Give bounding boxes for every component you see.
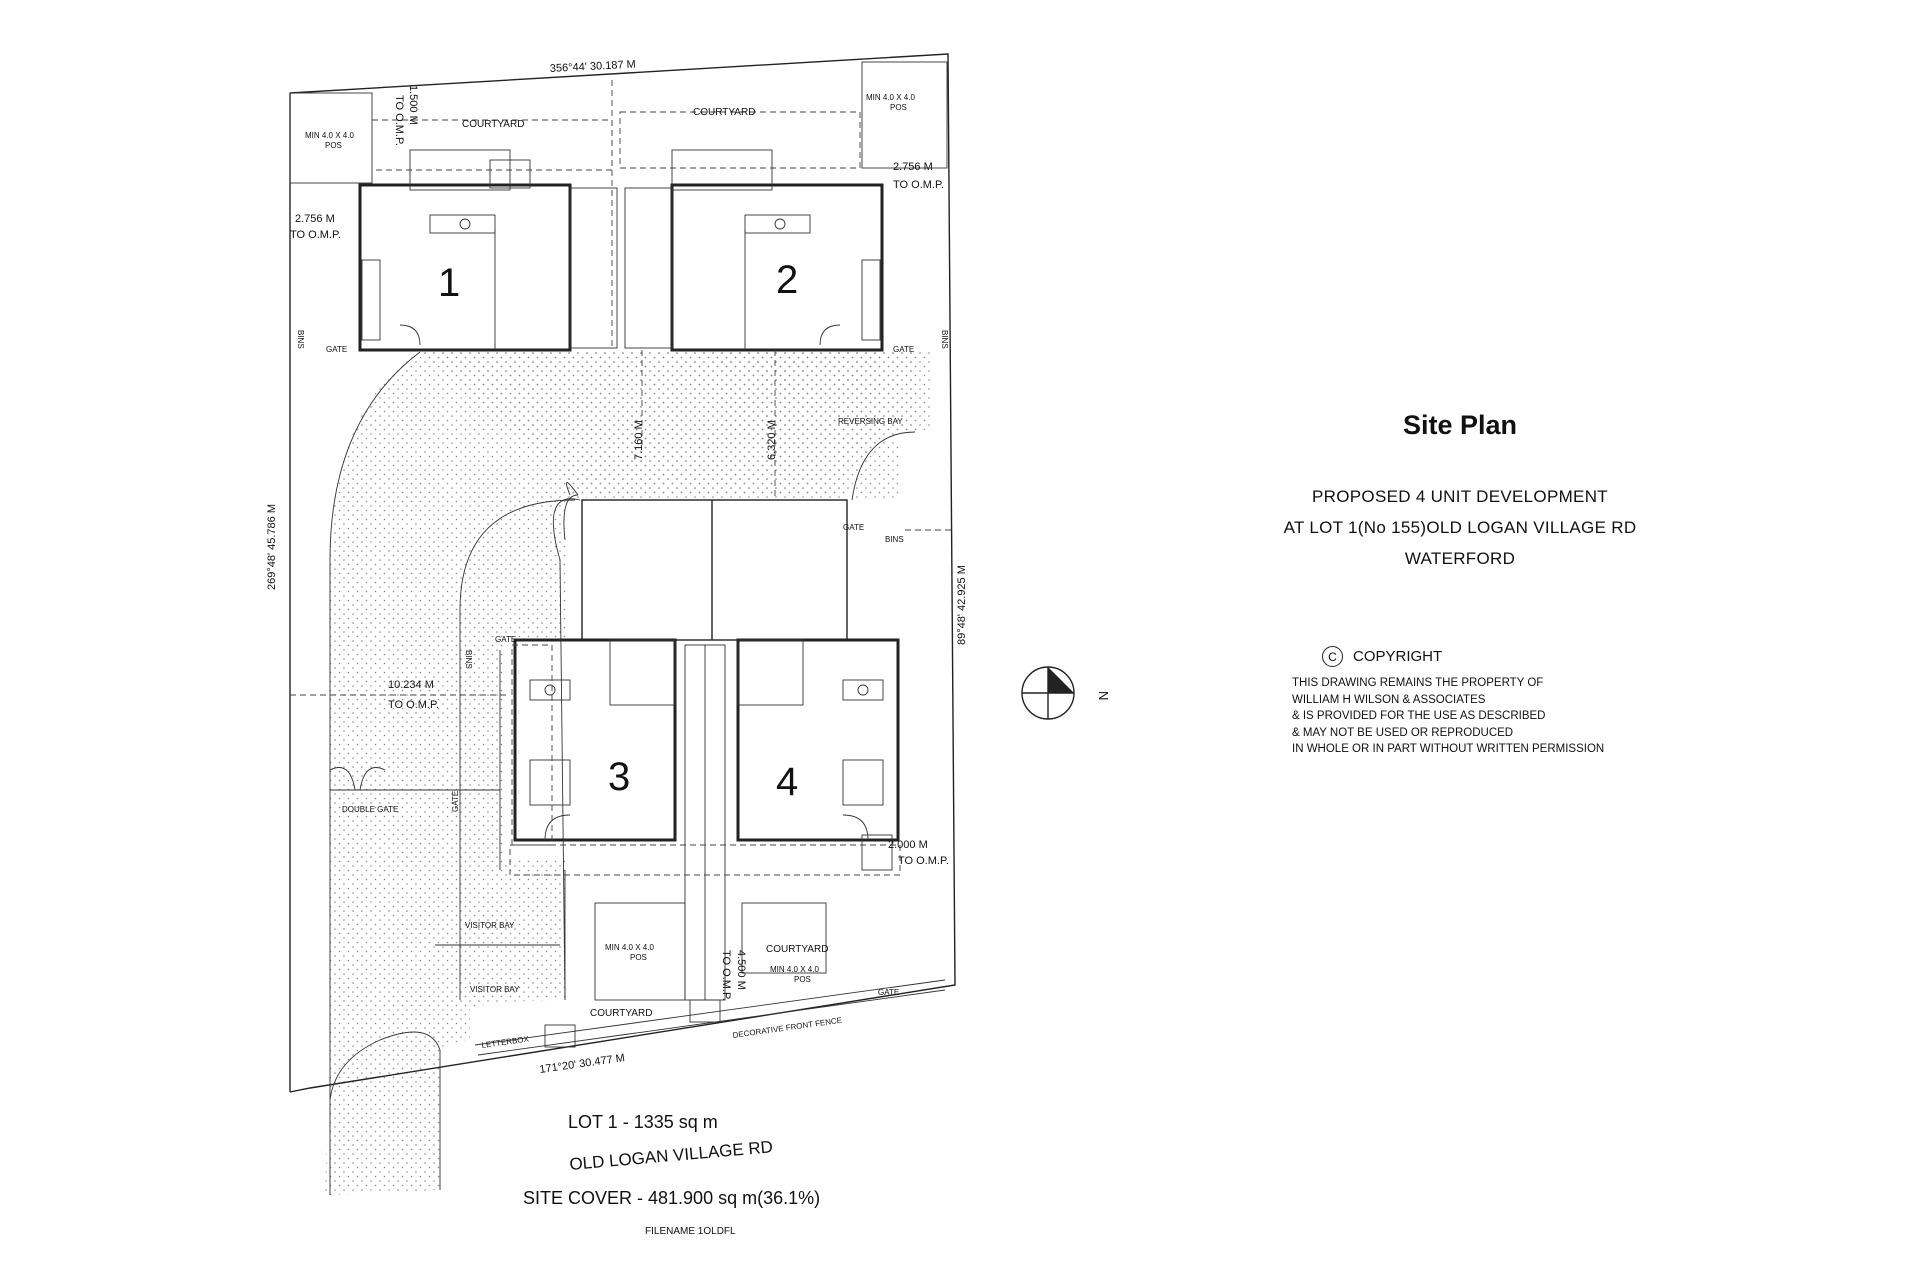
gate-label-1: GATE (326, 345, 347, 354)
pos-suffix-4: POS (794, 975, 811, 984)
title-block: Site Plan PROPOSED 4 UNIT DEVELOPMENT AT… (1180, 410, 1740, 574)
letterbox-label: LETTERBOX (481, 1034, 530, 1050)
courtyard-label-1: COURTYARD (462, 119, 524, 130)
gate-label-5: GATE (878, 988, 899, 997)
setback-top-right: 2.756 M (893, 161, 933, 173)
copyright-line-5: IN WHOLE OR IN PART WITHOUT WRITTEN PERM… (1292, 743, 1605, 755)
garages-lower (581, 499, 848, 641)
setback-bottom-omp: TO O.M.P. (720, 950, 732, 1001)
title-line-2: AT LOT 1(No 155)OLD LOGAN VILLAGE RD (1283, 518, 1637, 537)
road-name: OLD LOGAN VILLAGE RD (569, 1137, 774, 1174)
pos-hatch-4 (741, 902, 827, 974)
boundary-bottom-label: 171°20' 30.477 M (539, 1052, 626, 1076)
visitor-bay-label-1: VISITOR BAY (465, 921, 515, 930)
driveway-edge-inner (563, 482, 579, 541)
lot-boundary (289, 53, 956, 1093)
courtyard-label-2: COURTYARD (693, 107, 755, 118)
pos-hatch-2 (861, 61, 948, 169)
filename: FILENAME 1OLDFL (645, 1226, 736, 1237)
courtyard-label-3: COURTYARD (590, 1008, 652, 1019)
unit-number-4: 4 (776, 760, 798, 804)
setback-lower-right-omp: TO O.M.P. (898, 855, 949, 867)
boundary-left-label: 269°48' 45.786 M (266, 504, 278, 590)
pos-label-2: MIN 4.0 X 4.0 (866, 93, 915, 102)
copyright-line-2: WILLIAM H WILSON & ASSOCIATES (1292, 693, 1486, 706)
front-fence-pier-1 (689, 999, 721, 1023)
setback-lower-right: 2.000 M (888, 839, 928, 851)
setback-left-omp: TO O.M.P. (290, 229, 341, 241)
setback-top-left-omp: TO O.M.P. (393, 95, 405, 146)
driveway-edge-left (329, 351, 421, 1195)
front-fence (474, 979, 946, 1056)
pos-label-3: MIN 4.0 X 4.0 (605, 943, 654, 952)
pos-label-1: MIN 4.0 X 4.0 (305, 131, 354, 140)
courtyard-2-outline (619, 111, 861, 169)
boundary-right-label: 89°48' 42.925 M (956, 565, 968, 645)
title-line-3: WATERFORD (1404, 549, 1516, 568)
gate-label-2: GATE (893, 345, 914, 354)
front-fence-pier-2 (544, 1024, 576, 1048)
copyright-line-1: THIS DRAWING REMAINS THE PROPERTY OF (1292, 677, 1544, 689)
pos-suffix-1: POS (325, 141, 342, 150)
unit-4 (736, 638, 900, 871)
setback-top-left: 1.500 M (407, 85, 419, 125)
setback-bottom: 4.500 M (735, 950, 747, 990)
copyright-block: C COPYRIGHT THIS DRAWING REMAINS THE PRO… (1292, 646, 1712, 758)
courtyard-label-4: COURTYARD (766, 944, 828, 955)
copyright-line-3: & IS PROVIDED FOR THE USE AS DESCRIBED (1292, 710, 1546, 722)
front-fence-label: DECORATIVE FRONT FENCE (732, 1016, 843, 1040)
lower-setback-outline (509, 844, 901, 876)
road-edge (329, 1031, 441, 1190)
unit-1 (358, 149, 618, 352)
lot-area: LOT 1 - 1335 sq m (568, 1112, 718, 1132)
bins-label-4: BINS (464, 650, 473, 669)
unit-3 (511, 638, 677, 846)
visitor-bay-label-2: VISITOR BAY (470, 985, 520, 994)
bins-label-1: BINS (296, 330, 305, 349)
copyright-icon: C (1322, 646, 1343, 667)
double-gate-label: DOUBLE GATE (342, 805, 398, 814)
gate-label-4: GATE (495, 635, 516, 644)
site-cover: SITE COVER - 481.900 sq m(36.1%) (523, 1188, 820, 1208)
gate-label-3: GATE (843, 523, 864, 532)
setback-top-right-omp: TO O.M.P. (893, 179, 944, 191)
unit-number-2: 2 (776, 258, 798, 302)
reversing-bay-label: REVERSING BAY (838, 417, 903, 426)
unit-2 (624, 149, 884, 352)
copyright-line-4: & MAY NOT BE USED OR REPRODUCED (1292, 726, 1514, 739)
pos-label-4: MIN 4.0 X 4.0 (770, 965, 819, 974)
pos-suffix-3: POS (630, 953, 647, 962)
setback-mid-left-omp: TO O.M.P. (388, 699, 439, 711)
driveway-inner-curve (552, 498, 581, 1001)
driveway-dim-a: 7.160 M (633, 420, 645, 460)
driveway-edge-right (851, 431, 916, 501)
paving-regions (325, 352, 930, 1195)
bins-label-3: BINS (885, 535, 904, 544)
copyright-heading-row: C COPYRIGHT (1322, 646, 1712, 667)
copyright-heading: COPYRIGHT (1353, 648, 1443, 665)
double-gate-swing (329, 767, 386, 791)
bins-label-2: BINS (940, 330, 949, 349)
pos-suffix-2: POS (890, 103, 907, 112)
unit-number-1: 1 (438, 261, 460, 305)
drawing-title: Site Plan (1402, 410, 1518, 440)
boundary-top-label: 356°44' 30.187 M (550, 59, 637, 75)
north-arrow (1021, 666, 1075, 720)
setback-mid-left: 10.234 M (388, 679, 434, 691)
gate-label-6: GATE (451, 791, 460, 812)
curve-inner-island (459, 499, 576, 1000)
title-line-1: PROPOSED 4 UNIT DEVELOPMENT (1312, 487, 1608, 506)
setback-left: 2.756 M (295, 213, 335, 225)
north-label: N (1096, 691, 1111, 700)
unit-number-3: 3 (608, 755, 630, 799)
driveway-dim-b: 6.320 M (766, 420, 778, 460)
